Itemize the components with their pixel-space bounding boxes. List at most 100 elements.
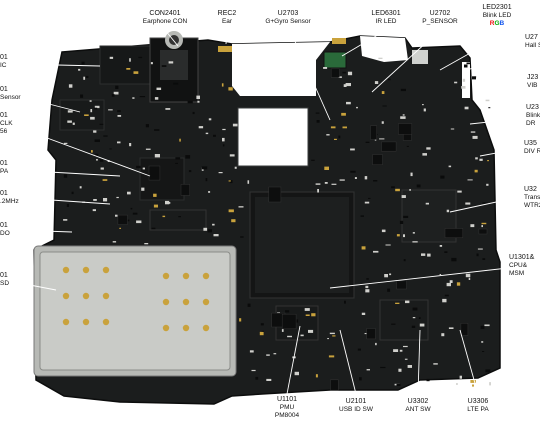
label-left-1: 01 IC <box>0 54 8 70</box>
label-id: REC2 <box>217 10 237 17</box>
callout-line <box>479 147 525 157</box>
callout-line <box>469 117 527 125</box>
label-id: U1101 <box>276 396 298 403</box>
label-u32: U32 Transc WTR2 <box>524 186 540 210</box>
label-left-4: 01 PA <box>0 160 8 176</box>
label-desc: Blink <box>526 112 540 119</box>
label-left-5: 01 .2MHz <box>0 190 19 206</box>
label-desc: PA <box>0 168 9 175</box>
rgb-g: G <box>494 20 500 27</box>
callout-line <box>341 29 387 57</box>
label-id: U35 <box>524 140 537 147</box>
rgb-r: R <box>489 20 495 27</box>
label-u35: U35 DIV R <box>524 140 540 156</box>
label-desc2: WTR2 <box>524 202 540 209</box>
label-left-6: 01 DO <box>0 222 10 238</box>
label-desc: Hall Se <box>525 42 540 49</box>
label-desc: Earphone CON <box>142 18 188 25</box>
callout-line <box>467 43 526 71</box>
rgb-b: B <box>499 20 505 27</box>
callout-line <box>13 169 121 177</box>
label-id: U2702 <box>429 10 451 17</box>
sim-tray <box>33 245 237 377</box>
label-u2101: U2101 USB ID SW <box>339 398 373 414</box>
label-id: U27 <box>525 34 538 41</box>
label-led2301: LED2301 Blink LED RGB <box>482 4 511 28</box>
label-u3306: U3306 LTE PA <box>467 398 488 414</box>
label-desc2: MSM <box>509 270 525 277</box>
callout-line <box>225 29 228 45</box>
callout-line <box>417 329 421 395</box>
label-desc: IC <box>0 62 7 69</box>
label-id: U2101 <box>345 398 367 405</box>
label-u1301: U1301& CPU& MSM <box>509 254 534 278</box>
label-j23: J23 VIB <box>527 74 538 90</box>
label-desc: Ear <box>221 18 233 25</box>
label-id: LED2301 <box>482 4 512 11</box>
label-u2702: U2702 P_SENSOR <box>422 10 457 26</box>
label-id: LED6301 <box>371 10 401 17</box>
callout-line <box>19 127 151 177</box>
label-id: U3306 <box>467 398 489 405</box>
label-con2401: CON2401 Earphone CON <box>143 10 187 26</box>
label-id: J23 <box>527 74 539 81</box>
label-left-7: 01 SD <box>0 272 9 288</box>
label-desc: CPU& <box>509 262 528 269</box>
label-desc: G+Gyro Sensor <box>265 18 311 25</box>
callout-line <box>21 197 111 205</box>
callout-line <box>289 29 331 121</box>
callout-line <box>286 325 301 395</box>
label-desc2: DR <box>526 120 536 127</box>
label-desc: LTE PA <box>467 406 489 413</box>
label-desc: IR LED <box>375 18 397 25</box>
label-left-3: 01 CLK 56 <box>0 112 13 136</box>
callout-line <box>164 29 179 47</box>
label-id: U23 <box>526 104 539 111</box>
label-id: U2703 <box>277 10 299 17</box>
callout-line <box>459 329 479 395</box>
label-desc2: 56 <box>0 128 8 135</box>
label-desc: USB ID SW <box>339 406 373 413</box>
callout-line <box>17 95 81 113</box>
callout-line <box>477 81 528 91</box>
callout-line <box>371 29 441 93</box>
callout-line <box>329 267 509 289</box>
label-desc: SD <box>0 280 10 287</box>
earphone-connector <box>149 31 199 103</box>
label-id: 01 <box>0 112 8 119</box>
label-desc: P_SENSOR <box>422 18 458 25</box>
label-u2703: U2703 G+Gyro Sensor <box>265 10 310 26</box>
label-desc: Sensor <box>0 94 21 101</box>
callout-line <box>13 229 73 233</box>
label-rgb: RGB <box>482 20 511 28</box>
callout-line <box>339 329 357 395</box>
callout-line <box>13 63 101 67</box>
label-id: U1301& <box>509 254 535 261</box>
label-id: CON2401 <box>149 10 181 17</box>
label-id: U3302 <box>407 398 429 405</box>
label-rec2: REC2 Ear <box>218 10 237 26</box>
label-id: 01 <box>0 222 8 229</box>
label-u3302: U3302 ANT SW <box>405 398 430 414</box>
label-id: 01 <box>0 190 8 197</box>
label-desc: Blink LED <box>482 12 512 19</box>
label-desc: VIB <box>527 82 538 89</box>
label-id: 01 <box>0 54 8 61</box>
callout-line <box>13 281 57 291</box>
callout-line <box>449 195 525 213</box>
label-u27-hall: U27 Hall Se <box>525 34 540 50</box>
label-desc: DIV R <box>524 148 540 155</box>
label-id: 01 <box>0 160 8 167</box>
label-left-2: 01 Sensor <box>0 86 21 102</box>
callout-line <box>439 37 498 71</box>
label-u1101: U1101 PMU PM8004 <box>275 396 299 420</box>
label-id: 01 <box>0 272 8 279</box>
label-desc: Transc <box>524 194 540 201</box>
label-id: 01 <box>0 86 8 93</box>
label-u23: U23 Blink DR <box>526 104 540 128</box>
label-desc: CLK <box>0 120 13 127</box>
label-desc: PMU <box>279 404 295 411</box>
label-desc2: PM8004 <box>274 412 300 419</box>
